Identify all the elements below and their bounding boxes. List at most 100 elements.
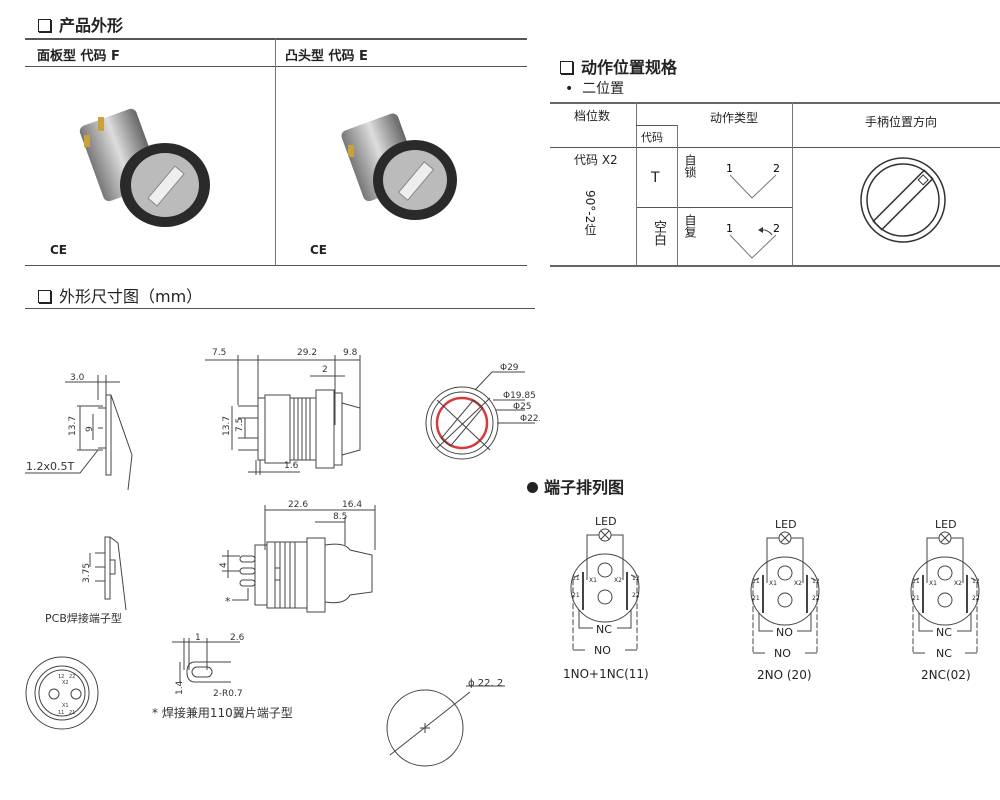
- divider: [25, 38, 527, 40]
- bullet: •: [565, 81, 574, 97]
- diagram-caption: 2NO (20): [757, 668, 812, 682]
- dim-label: 2.6: [230, 633, 245, 643]
- row-type: 自锁: [683, 154, 697, 178]
- protruding-type-label: 凸头型 代码 E: [285, 49, 368, 64]
- action-title-text: 动作位置规格: [581, 58, 678, 77]
- svg-text:X2: X2: [954, 580, 962, 587]
- terminals-section-title: 端子排列图: [527, 474, 624, 498]
- checkbox-square-icon: [38, 290, 51, 303]
- back-view-drawing: [25, 656, 99, 730]
- tab-size-label: 1.2x0.5T: [26, 460, 74, 473]
- table-border: [550, 147, 1000, 148]
- svg-text:X1: X1: [589, 577, 597, 584]
- table-border: [550, 102, 1000, 104]
- product-section-title: 产品外形: [38, 12, 123, 36]
- bullet-dot-icon: [527, 482, 538, 493]
- tab-type-label: * 焊接兼用110翼片端子型: [152, 705, 293, 720]
- dim-label: 3.75: [82, 563, 92, 583]
- svg-text:22: 22: [632, 592, 640, 599]
- dim-label: 1.4: [175, 680, 185, 695]
- svg-text:21: 21: [912, 595, 920, 602]
- checkbox-square-icon: [560, 61, 573, 74]
- dim-label: Φ19.85: [503, 391, 536, 401]
- svg-text:X2: X2: [614, 577, 622, 584]
- diagram-caption: 2NC(02): [921, 668, 971, 682]
- pin-label: 12: [58, 674, 64, 680]
- table-border: [792, 102, 793, 265]
- divider: [25, 265, 527, 266]
- table-border: [636, 207, 792, 208]
- checkbox-square-icon: [38, 19, 51, 32]
- panel-type-label: 面板型 代码 F: [37, 49, 120, 64]
- dim-label: 7.5: [235, 418, 245, 432]
- row-code: 空白: [651, 220, 666, 246]
- svg-text:22: 22: [972, 595, 980, 602]
- asterisk-label: *: [225, 595, 231, 608]
- dim-label: Φ25: [513, 402, 532, 412]
- positions-code: 代码 X2: [574, 153, 618, 167]
- svg-text:X1: X1: [769, 580, 777, 587]
- dim-label: 13.7: [68, 416, 78, 436]
- svg-text:X1: X1: [929, 580, 937, 587]
- inner-contact-label: NC: [596, 623, 612, 636]
- svg-text:22: 22: [812, 595, 820, 602]
- divider: [25, 66, 527, 67]
- protruding-type-photo: [341, 113, 457, 220]
- front-view-drawing: [425, 371, 535, 460]
- svg-text:X2: X2: [794, 580, 802, 587]
- svg-text:12: 12: [812, 578, 820, 585]
- table-border: [636, 102, 637, 265]
- dimension-drawings: 3.0 13.7 9 1.2x0.5T 7.5 29.2 9.8 2 13.7 …: [25, 348, 540, 767]
- dim-label: 8.5: [333, 512, 347, 522]
- pos-2-label: 2: [773, 222, 780, 235]
- dimensions-title-text: 外形尺寸图（mm）: [59, 287, 203, 306]
- side-view-drawing: [25, 375, 133, 491]
- dim-label: 7.5: [212, 348, 226, 358]
- divider: [275, 38, 276, 266]
- subtitle-text: 二位置: [582, 81, 625, 97]
- latching-v-line: [729, 174, 777, 199]
- dimensions-section-title: 外形尺寸图（mm）: [38, 283, 202, 307]
- inner-contact-label: NC: [936, 626, 952, 639]
- svg-text:21: 21: [572, 592, 580, 599]
- led-label: LED: [775, 518, 797, 531]
- panel-cutout-drawing: [386, 685, 505, 767]
- dim-label: 29.2: [297, 348, 317, 358]
- outer-contact-label: NC: [936, 647, 952, 660]
- outer-contact-label: NO: [594, 644, 611, 657]
- pos-2-label: 2: [773, 162, 780, 175]
- ce-mark: CE: [50, 243, 68, 257]
- pos-1-label: 1: [726, 222, 733, 235]
- pin-label: 11: [58, 710, 64, 716]
- svg-text:12: 12: [632, 575, 640, 582]
- svg-text:21: 21: [752, 595, 760, 602]
- main-view-drawing: [205, 355, 361, 475]
- table-border: [636, 125, 677, 126]
- dim-label: Φ22.5: [520, 414, 540, 424]
- pos-1-label: 1: [726, 162, 733, 175]
- header-code: 代码: [641, 131, 663, 144]
- pin-label: 21: [69, 710, 75, 716]
- action-diagrams: 1 2 1 2: [726, 162, 780, 259]
- inner-contact-label: NO: [776, 626, 793, 639]
- terminals-title-text: 端子排列图: [544, 478, 625, 497]
- diagram-caption: 1NO+1NC(11): [563, 667, 649, 681]
- pcb-view-drawing: [89, 536, 127, 611]
- dim-label: 9.8: [343, 348, 358, 358]
- table-border: [677, 125, 678, 265]
- header-action-type: 动作类型: [710, 111, 759, 125]
- dim-label: 9: [85, 426, 95, 432]
- return-v-line: [729, 234, 777, 259]
- dim-label: 4: [219, 562, 229, 568]
- action-subtitle: • 二位置: [565, 78, 624, 98]
- dim-label: 22.6: [288, 500, 308, 510]
- divider: [25, 308, 535, 309]
- svg-text:11: 11: [752, 578, 760, 585]
- dim-label: Φ29: [500, 363, 519, 373]
- tab-detail-drawing: [172, 638, 240, 683]
- handle-direction-icon: [860, 157, 946, 243]
